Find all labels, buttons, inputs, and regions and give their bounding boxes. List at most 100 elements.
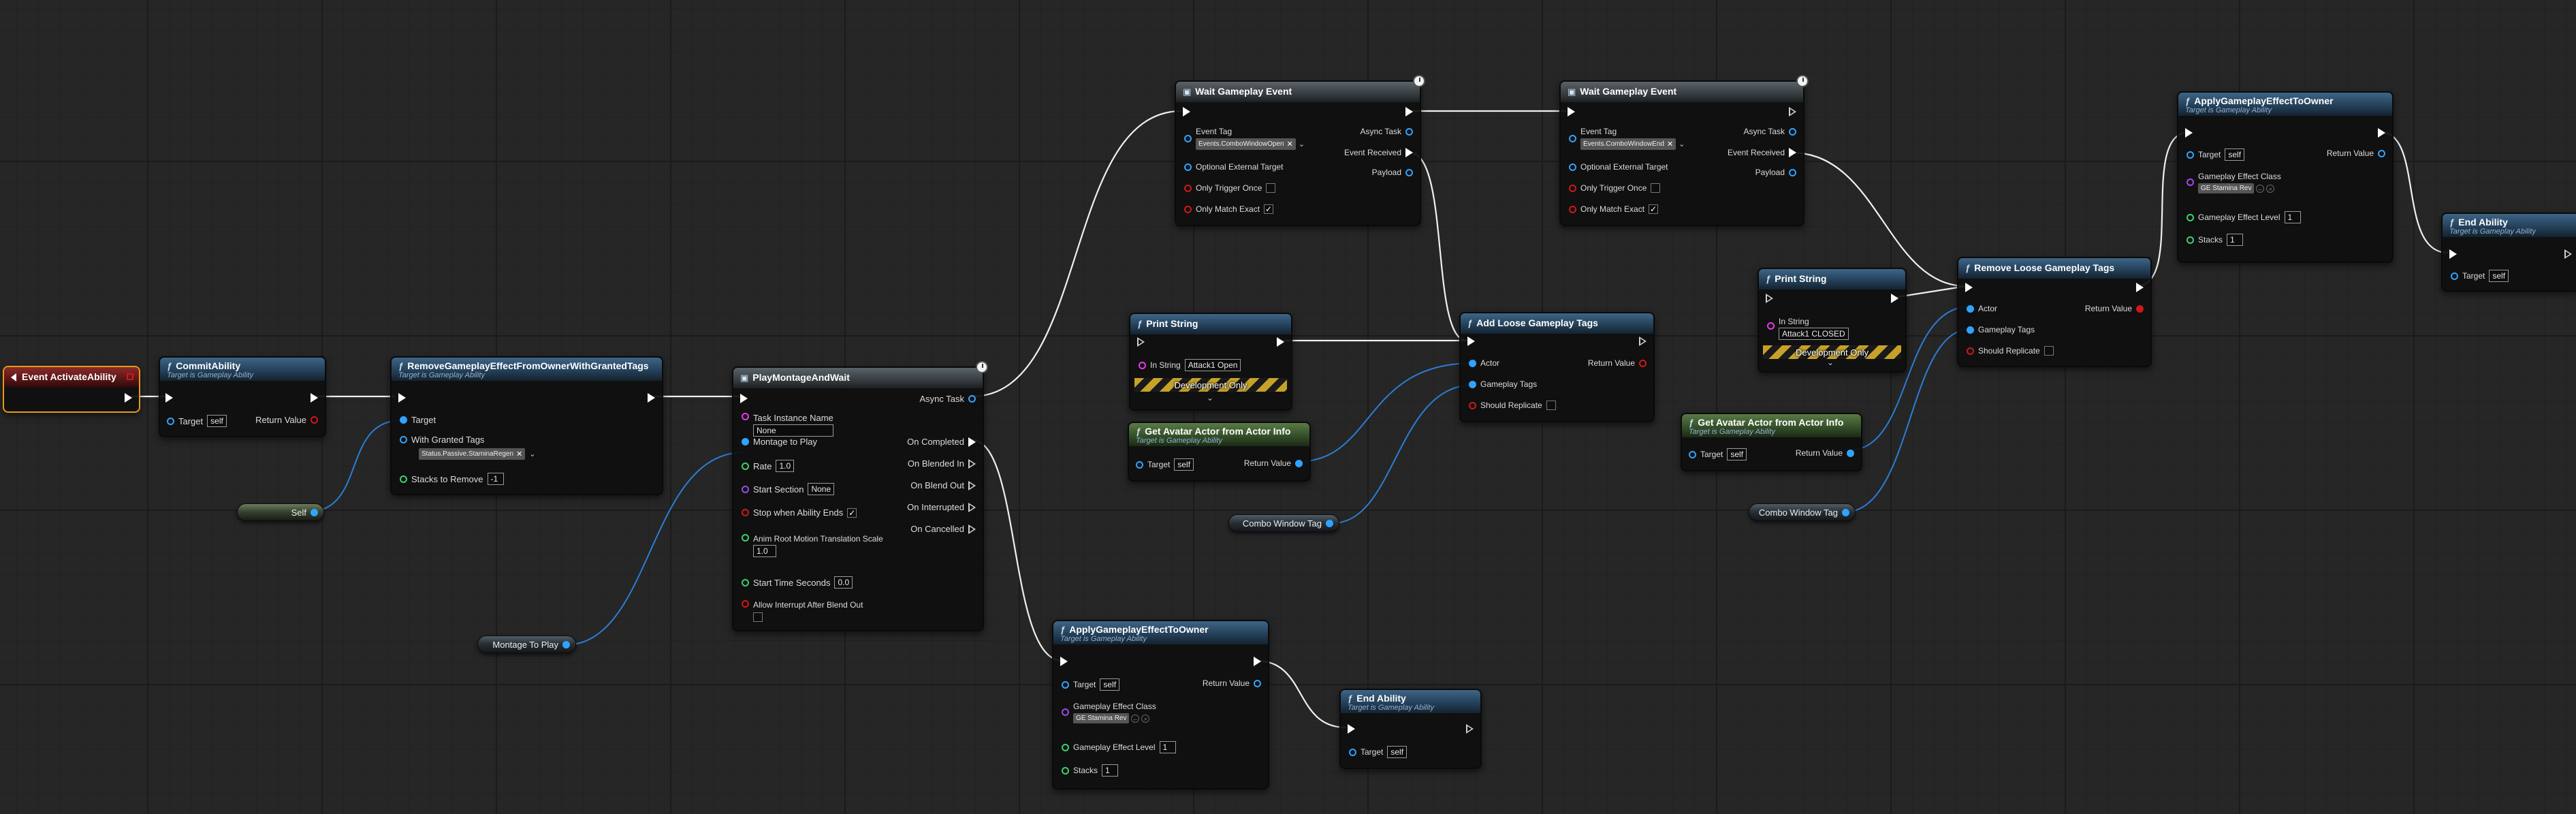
exec-in-pin[interactable] [1183,107,1190,116]
stacks-value[interactable]: 1 [2227,234,2244,246]
stacks-pin[interactable] [1062,766,1069,774]
payload-pin[interactable] [1405,168,1413,176]
chevron-down-icon[interactable]: ⌄ [1679,140,1685,148]
variable-out-pin[interactable] [562,640,570,648]
target-pin[interactable] [400,416,407,424]
only-trigger-once-checkbox[interactable] [1651,183,1661,193]
return-value-pin[interactable] [311,416,318,424]
only-trigger-once-checkbox[interactable] [1266,183,1276,193]
only-match-exact-pin[interactable] [1184,205,1192,213]
exec-out-pin[interactable] [2378,128,2385,138]
task-instance-pin[interactable] [742,413,749,420]
target-value[interactable]: self [207,415,227,427]
target-pin[interactable] [1349,748,1356,756]
in-string-pin[interactable] [1139,361,1146,369]
return-value-pin[interactable] [1639,359,1647,367]
exec-in-pin[interactable] [1568,107,1575,116]
on-cancelled-pin[interactable] [968,524,976,534]
should-replicate-checkbox[interactable] [2044,346,2054,356]
anim-root-pin[interactable] [742,534,749,542]
return-value-pin[interactable] [2378,149,2385,157]
should-replicate-pin[interactable] [1469,401,1476,409]
stacks-pin[interactable] [2187,236,2194,244]
start-section-value[interactable]: None [808,483,835,495]
clear-icon[interactable]: ✕ [516,450,523,458]
return-value-pin[interactable] [1254,679,1261,687]
stacks-pin[interactable] [400,475,407,483]
only-trigger-once-pin[interactable] [1569,184,1576,192]
should-replicate-checkbox[interactable] [1546,401,1556,410]
on-interrupted-pin[interactable] [968,502,976,512]
exec-out-pin[interactable] [1405,107,1413,116]
target-value[interactable]: self [1174,458,1194,471]
exec-in-pin[interactable] [1137,337,1145,347]
variable-out-pin[interactable] [1326,519,1333,527]
event-received-pin[interactable] [1405,148,1413,157]
delegate-pin[interactable] [127,373,133,380]
target-value[interactable]: self [1387,746,1408,758]
exec-out-pin[interactable] [1466,724,1474,734]
exec-in-pin[interactable] [2449,249,2457,259]
exec-out-pin[interactable] [1891,294,1898,303]
only-match-exact-checkbox[interactable]: ✓ [1264,204,1274,214]
exec-out-pin[interactable] [648,393,655,403]
in-string-value[interactable]: Attack1 Open [1184,359,1241,371]
actor-pin[interactable] [1967,304,1974,313]
effect-level-value[interactable]: 1 [2284,211,2301,223]
event-tag-chip[interactable]: Events.ComboWindowEnd✕ [1580,138,1676,150]
browse-icon[interactable]: ← [2256,184,2265,193]
exec-in-pin[interactable] [165,393,173,403]
combo-window-tag-variable[interactable]: Combo Window Tag [1749,503,1856,521]
self-out-pin[interactable] [311,508,318,516]
expand-chevron-icon[interactable]: ⌄ [1827,358,1834,367]
rate-pin[interactable] [742,462,749,470]
anim-root-value[interactable]: 1.0 [753,545,776,557]
return-value-pin[interactable] [2136,304,2144,313]
on-completed-pin[interactable] [968,437,976,447]
exec-in-pin[interactable] [1766,294,1773,303]
start-time-value[interactable]: 0.0 [834,576,853,589]
effect-class-pin[interactable] [2187,178,2194,186]
exec-in-pin[interactable] [1348,724,1355,734]
actor-pin[interactable] [1469,359,1476,367]
montage-pin[interactable] [742,438,749,445]
effect-class-dropdown[interactable]: GE Stamina Rev [2198,183,2255,193]
start-time-pin[interactable] [742,578,749,586]
search-icon[interactable]: ⌕ [2266,184,2275,193]
stop-when-ends-checkbox[interactable]: ✓ [847,507,857,518]
optional-target-pin[interactable] [1184,163,1192,171]
granted-tags-pin[interactable] [400,436,407,443]
expand-chevron-icon[interactable]: ⌄ [1207,393,1214,403]
combo-window-tag-variable[interactable]: Combo Window Tag [1228,514,1339,532]
target-pin[interactable] [2451,272,2458,280]
payload-pin[interactable] [1789,168,1796,176]
rate-value[interactable]: 1.0 [776,460,795,472]
allow-interrupt-pin[interactable] [742,600,749,608]
exec-in-pin[interactable] [740,394,748,403]
target-pin[interactable] [2187,151,2194,159]
only-match-exact-checkbox[interactable]: ✓ [1649,204,1659,214]
granted-tag-chip[interactable]: Status.Passive.StaminaRegen✕ [419,448,526,460]
target-pin[interactable] [1062,680,1069,689]
exec-out-pin[interactable] [1789,107,1796,116]
only-trigger-once-pin[interactable] [1184,184,1192,192]
target-value[interactable]: self [2489,270,2509,282]
start-section-pin[interactable] [742,485,749,493]
clear-icon[interactable]: ✕ [1666,140,1674,148]
stop-when-ends-pin[interactable] [742,509,749,516]
event-tag-chip[interactable]: Events.ComboWindowOpen✕ [1196,138,1296,150]
play-montage-and-wait-node[interactable]: ▣PlayMontageAndWait Async Task Task Inst… [732,361,988,631]
exec-out-pin[interactable] [2564,249,2572,259]
gameplay-tags-pin[interactable] [1967,326,1974,334]
clear-icon[interactable]: ✕ [1286,140,1293,148]
target-pin[interactable] [1689,450,1696,458]
